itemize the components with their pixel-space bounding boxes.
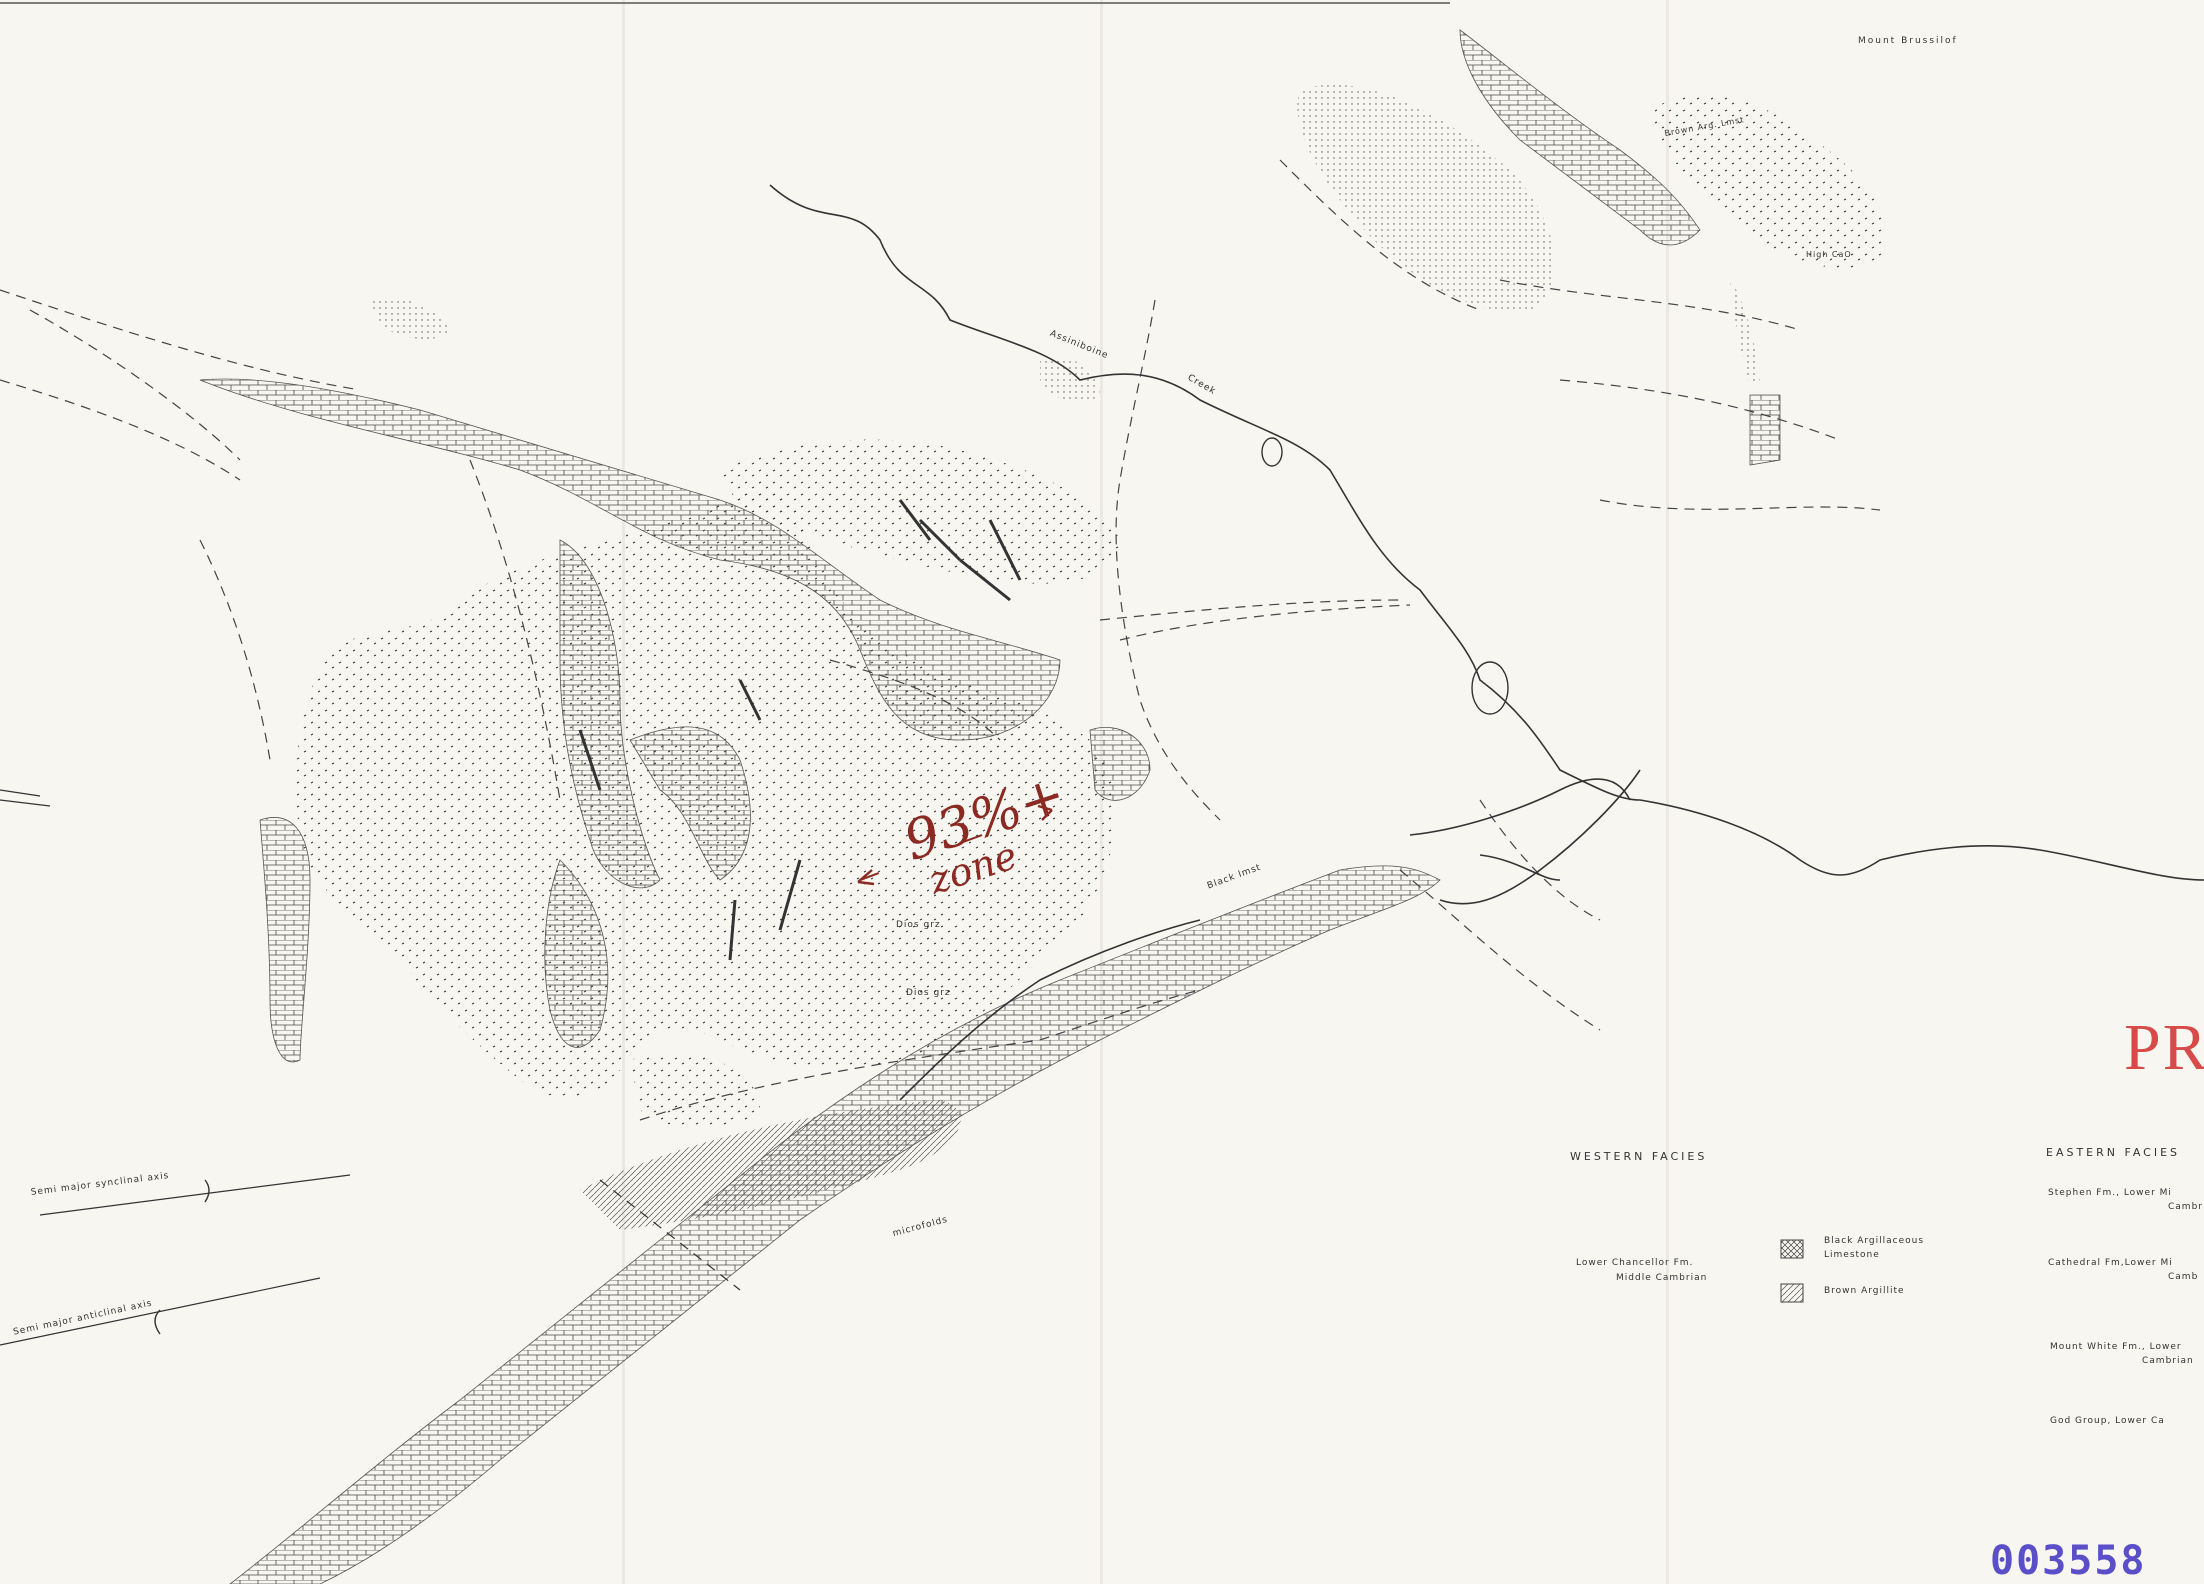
legend-eastern-age: Cambrian xyxy=(2142,1356,2194,1366)
legend-swatch-label: Black Argillaceous xyxy=(1824,1236,1925,1246)
legend-swatch-label: Limestone xyxy=(1824,1250,1880,1260)
paper-fold xyxy=(1666,0,1669,1584)
rock-label: Dios grz xyxy=(896,920,941,930)
creek xyxy=(0,184,2204,1101)
document-number-stamp: 003558 xyxy=(1990,1538,2147,1584)
legend-eastern-unit: Mount White Fm., Lower xyxy=(2050,1342,2182,1352)
legend-eastern-unit: God Group, Lower Ca xyxy=(2050,1416,2165,1426)
legend-eastern-unit: Cathedral Fm,Lower Mi xyxy=(2048,1258,2173,1268)
rock-label: High CaO xyxy=(1806,250,1852,259)
legend-western-title: WESTERN FACIES xyxy=(1570,1150,1708,1163)
limestone-unit xyxy=(199,29,1781,1584)
section-line xyxy=(599,1179,741,1291)
fine-dotted-unit xyxy=(370,84,1760,403)
fault-segment xyxy=(578,499,1022,961)
legend-western-unit: Lower Chancellor Fm. xyxy=(1576,1258,1694,1268)
synclinal-axis-line xyxy=(39,1174,351,1216)
annotation-arrow-left-icon xyxy=(857,869,875,886)
title-stamp-fragment: PRO xyxy=(2124,1011,2204,1084)
legend-eastern-age: Cambr xyxy=(2168,1202,2203,1212)
dashed-contacts xyxy=(0,159,1881,1121)
lake-outline xyxy=(1261,437,1283,467)
annotation-arrow-right-icon xyxy=(1037,804,1053,821)
argillite-band xyxy=(580,1100,961,1230)
lake-outline xyxy=(1471,661,1509,715)
anticline-arrow-icon xyxy=(154,1309,161,1335)
syncline-arrow-icon xyxy=(204,1179,210,1203)
anticlinal-axis-line xyxy=(0,1277,321,1346)
legend-eastern-unit: Stephen Fm., Lower Mi xyxy=(2048,1188,2172,1198)
legend-eastern-title: EASTERN FACIES xyxy=(2046,1146,2181,1159)
rock-label: Dios grz xyxy=(906,988,951,998)
legend-swatch-label: Brown Argillite xyxy=(1824,1286,1905,1296)
legend-western-age: Middle Cambrian xyxy=(1616,1273,1708,1283)
peak-label: Mount Brussilof xyxy=(1858,36,1958,46)
legend-swatch-black-argillaceous-limestone xyxy=(1780,1239,1804,1259)
legend-eastern-age: Camb xyxy=(2168,1272,2199,1282)
legend-swatch-brown-argillite xyxy=(1780,1283,1804,1303)
